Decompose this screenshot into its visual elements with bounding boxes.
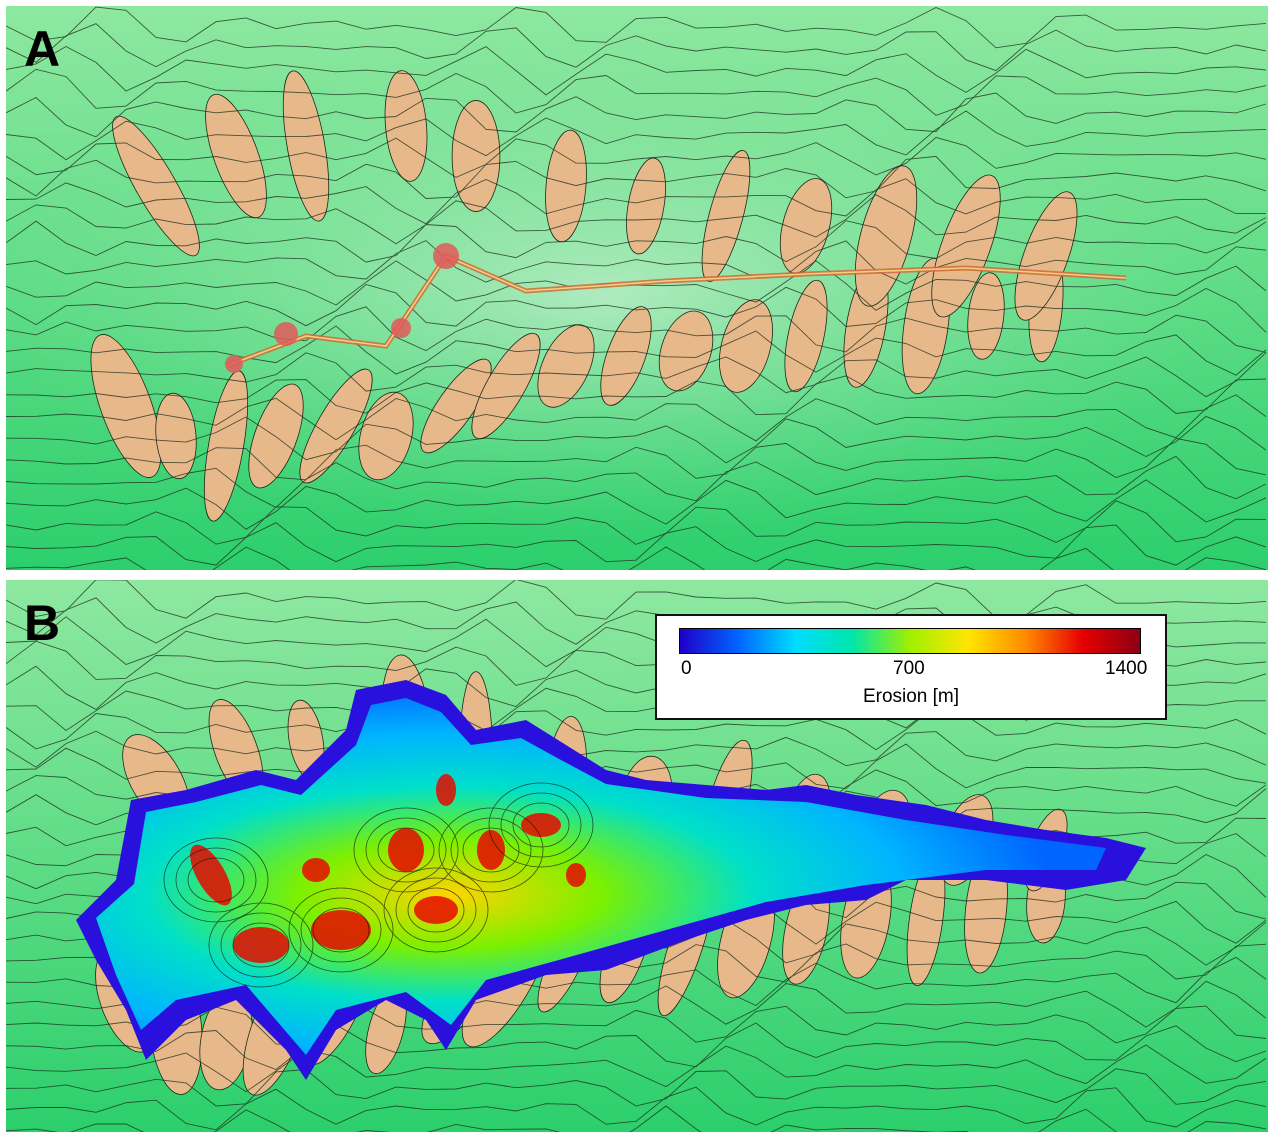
ridge-spur (931, 174, 1001, 318)
erosion-contour (395, 877, 477, 943)
contour-line (6, 178, 1267, 225)
erosion-contour (500, 792, 582, 858)
erosion-legend: 0 700 1400 Erosion [m] (655, 614, 1167, 720)
ridge-spur (784, 279, 828, 393)
contour-lines (6, 6, 1267, 570)
ridge-spur (90, 334, 162, 478)
contour-line (6, 155, 1267, 199)
erosion-contour (407, 887, 465, 933)
erosion-contour (220, 912, 302, 978)
contour-line (6, 1068, 1267, 1107)
contour-line (6, 352, 1267, 398)
contour-line (6, 6, 1267, 49)
erosion-contour (365, 817, 447, 883)
erosion-contour (512, 802, 570, 848)
contour-line (6, 45, 1267, 96)
contour-line (6, 194, 1267, 245)
erosion-contour (450, 817, 532, 883)
erosion-contour (175, 847, 257, 913)
panel-b-erosion-map: B 0 700 1400 Erosion [m] (6, 580, 1268, 1132)
contour-line (6, 306, 1267, 353)
ridge-spur (600, 306, 652, 406)
ridge-spur (205, 93, 267, 219)
contour-line (6, 136, 1267, 178)
panel-label-b: B (24, 595, 61, 651)
ridge-spur (967, 272, 1005, 360)
erosion-contour (438, 807, 544, 893)
contour-line (6, 500, 1267, 545)
contour-line (6, 240, 1267, 285)
erosion-contour (187, 857, 245, 903)
contour-line (6, 92, 1267, 138)
valley-network-core (225, 254, 1127, 367)
ridge-spur (248, 383, 304, 489)
ridge-spur (701, 150, 751, 282)
peak-markers (225, 243, 459, 373)
contour-line (6, 729, 1267, 769)
contour-line (6, 415, 1267, 464)
ridge-spur (112, 115, 200, 257)
erosion-footprint-inner (96, 698, 1106, 1055)
legend-max-label: 1400 (1105, 658, 1148, 679)
legend-min-label: 0 (681, 658, 692, 679)
ridge-spur (471, 332, 541, 440)
contour-line (6, 1105, 1267, 1132)
ridge-spur (384, 70, 428, 182)
ridge-spur (626, 157, 666, 255)
contour-line (6, 68, 1267, 116)
erosion-contours (163, 782, 594, 988)
contour-line (6, 580, 1267, 620)
erosion-contour (300, 897, 382, 963)
erosion-contour (312, 907, 370, 953)
contour-line (6, 284, 1267, 333)
ridge-spur (451, 100, 501, 212)
legend-title: Erosion [m] (862, 686, 960, 707)
erosion-contour (163, 837, 269, 923)
contour-line (6, 705, 1267, 751)
contour-line (6, 479, 1267, 530)
contour-line (6, 375, 1267, 416)
erosion-contour (208, 902, 314, 988)
erosion-contour (488, 782, 594, 868)
contour-line (6, 110, 1267, 161)
ridge-spur (1014, 191, 1078, 321)
contour-line (6, 394, 1267, 442)
contour-line (6, 1086, 1267, 1131)
contour-line (6, 220, 1267, 263)
legend-mid-label: 700 (893, 658, 925, 679)
erosion-contour (232, 922, 290, 968)
terrain-map-a (6, 6, 1268, 570)
erosion-contour (377, 827, 435, 873)
contour-line (6, 1044, 1267, 1093)
ridge-spur (420, 358, 492, 454)
contour-line (6, 597, 1267, 645)
legend-colorbar (679, 628, 1141, 654)
ridge-spur (358, 391, 414, 481)
erosion-contour (288, 887, 394, 973)
contour-line (6, 455, 1267, 509)
contour-line (6, 23, 1267, 72)
contour-line (6, 325, 1267, 376)
contour-line (6, 1022, 1267, 1071)
panel-label-a: A (24, 21, 61, 77)
contour-line (6, 437, 1267, 481)
panel-a-terrain-map: A (6, 6, 1268, 570)
erosion-contour (353, 807, 459, 893)
erosion-contour (383, 867, 489, 953)
contour-line (6, 743, 1267, 790)
contour-line (6, 546, 1267, 570)
ridge-spur (282, 70, 330, 222)
erosion-hotspots (190, 774, 586, 963)
ridge-spur (155, 392, 197, 480)
erosion-contour (462, 827, 520, 873)
